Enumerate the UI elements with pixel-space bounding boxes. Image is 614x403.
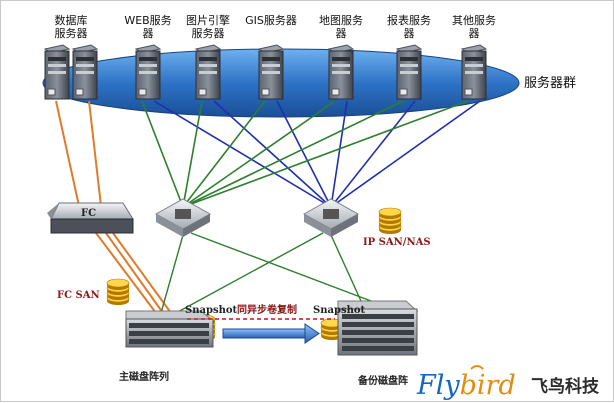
snapshot-left-label: Snapshot [185,305,238,316]
ip-link-green-3 [182,100,266,208]
server-label-3-line-1: 图片引擎 [186,13,230,27]
server-4: GIS服务器 [245,14,297,100]
server-label-7-line-1: 其他服务 [452,14,496,27]
server-label-7-line-2: 器 [469,27,480,40]
brand-fly: Fly [416,370,460,401]
ip-link-green-5 [182,100,404,208]
server-label-6-line-1: 报表服务 [387,13,431,27]
server-label-6-line-2: 器 [404,27,415,40]
ip-san-label: IP SAN/NAS [363,237,431,248]
server-group-label: 服务器群 [524,75,576,91]
backup-array-storage-icon [320,318,344,340]
server-label-3-line-2: 服务器 [192,27,225,40]
network-links [55,100,481,314]
primary-disk-array [125,310,215,348]
brand-chinese: 飞鸟科技 [531,376,600,397]
fc-san-storage-icon [106,278,130,305]
ip-link-green-2 [182,100,203,208]
ip-link-green-1 [141,100,184,208]
ip-link-blue-2 [213,100,332,208]
fc-link-5 [112,232,172,314]
ip-link-green-4 [182,100,336,208]
ip-link-down-1 [160,234,184,314]
backup-disk-array [337,300,419,356]
ip-link-green-6 [182,100,469,208]
ip-link-blue-6 [330,100,481,208]
fc-switch: FC [47,202,134,234]
server-rack: 数据库服务器WEB服务器图片引擎服务器GIS服务器地图服务器报表服务器其他服务器 [43,13,496,100]
ip-link-down-2 [190,232,372,302]
brand-bird: bird [460,370,516,401]
ip-link-down-3 [175,232,324,314]
server-label-2-line-1: WEB服务 [124,14,171,27]
ip-link-blue-3 [276,100,332,208]
replication-arrow [222,323,320,344]
primary-array-label: 主磁盘阵列 [119,370,169,383]
fc-san-label: FC SAN [57,290,100,301]
server-label-2-line-2: 器 [143,27,154,40]
snapshot-right-label: Snapshot [313,305,366,316]
ip-link-down-4 [330,234,362,302]
server-label-5-line-1: 地图服务 [319,14,363,27]
fc-link-3 [95,232,157,314]
fc-link-4 [105,232,164,314]
ip-switch-left [154,198,212,237]
ip-link-blue-5 [330,100,416,208]
ip-link-blue-1 [153,100,332,208]
svg-text:Flybird: Flybird [416,370,516,401]
sync-replication-label: 同异步卷复制 [237,303,297,316]
server-label-5-line-2: 器 [336,27,347,40]
flybird-logo: Flybird 飞鸟科技 [416,365,600,401]
fc-link-1 [55,100,80,207]
fc-switch-label: FC [81,208,96,219]
ip-switch-right [302,198,360,237]
fc-link-2 [88,100,102,207]
server-label-1-line-1: 数据库 [55,13,88,27]
ip-link-blue-4 [330,100,348,208]
server-label-4-line-1: GIS服务器 [245,14,297,27]
server-label-1-line-2: 服务器 [55,27,88,40]
backup-array-label: 备份磁盘阵 [357,374,408,387]
ip-san-storage-icon [378,207,402,234]
